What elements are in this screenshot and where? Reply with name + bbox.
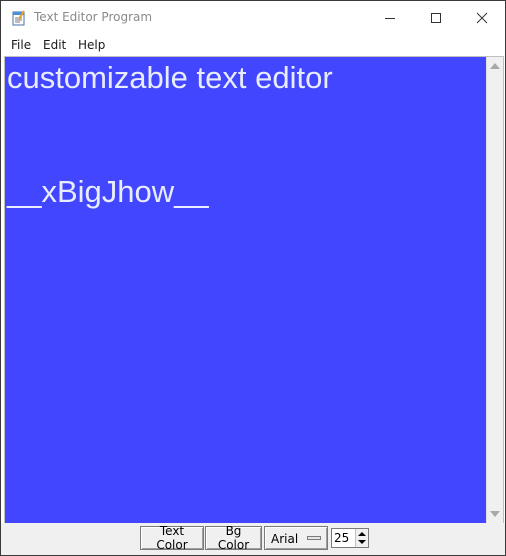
notepad-icon [12,10,25,26]
minimize-button[interactable] [367,1,413,34]
font-size-value[interactable]: 25 [334,531,350,545]
option-menu-indicator-icon [307,536,321,540]
maximize-button[interactable] [413,1,459,34]
menu-edit[interactable]: Edit [43,38,67,52]
maximize-icon [431,12,441,23]
close-icon [476,12,488,23]
vertical-scrollbar[interactable] [486,57,503,523]
spin-buttons [355,529,368,547]
text-color-button[interactable]: Text Color [140,524,204,552]
scroll-down-icon[interactable] [490,511,500,517]
font-size-spinbox[interactable]: 25 [331,528,369,548]
text-editor-area[interactable]: customizable text editor __xBigJhow__ [4,56,504,524]
title-bar[interactable]: Text Editor Program [1,1,505,34]
menu-help[interactable]: Help [78,38,106,52]
bg-color-button[interactable]: Bg Color [205,524,262,552]
font-family-select[interactable]: Arial [264,526,328,550]
menu-bar: File Edit Help [1,34,505,55]
font-family-value: Arial [271,532,299,546]
scroll-up-icon[interactable] [490,63,500,69]
close-button[interactable] [459,1,505,34]
editor-content[interactable]: customizable text editor __xBigJhow__ [7,60,333,209]
minimize-icon [385,17,395,19]
spin-down-icon[interactable] [358,540,366,544]
spin-up-icon[interactable] [358,532,366,536]
bottom-toolbar: Text Color Bg Color Arial 25 [1,523,505,555]
menu-file[interactable]: File [11,38,32,52]
window-title: Text Editor Program [34,10,153,24]
